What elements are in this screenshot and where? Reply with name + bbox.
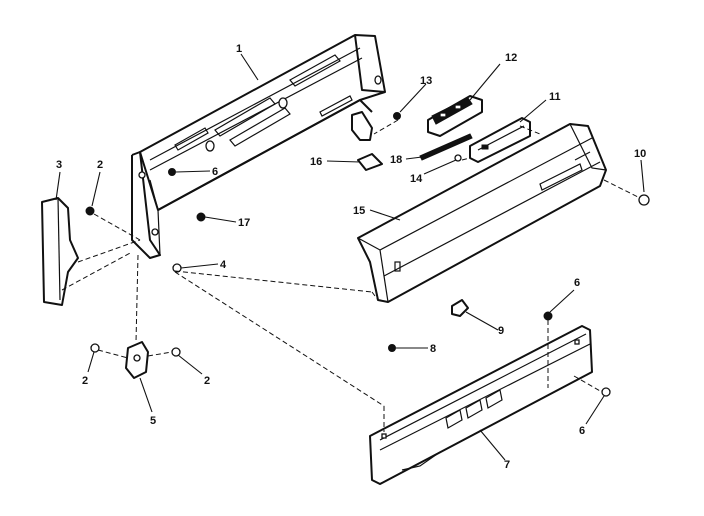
screw-6-lower [543, 311, 553, 321]
screw-2-left [90, 343, 100, 353]
label-7: 7 [504, 459, 510, 471]
label-2-left: 2 [82, 375, 88, 387]
label-6-top: 6 [212, 166, 218, 178]
strip-part [419, 133, 473, 161]
screw-10 [638, 194, 650, 206]
label-2-top: 2 [97, 159, 103, 171]
side-trim-part [41, 197, 79, 306]
label-2-right: 2 [204, 375, 210, 387]
lower-trim-part [369, 325, 593, 485]
switch-bracket-part [469, 117, 531, 163]
screw-8 [388, 344, 396, 352]
knob-part [451, 299, 469, 317]
screw-2-right [171, 347, 181, 357]
callout-labels: 1 2 3 6 17 4 2 2 5 13 12 11 18 16 14 15 … [56, 43, 646, 471]
label-6-right: 6 [579, 425, 585, 437]
leader-lines [55, 53, 645, 461]
screw-6-right [601, 387, 611, 397]
small-bracket-part [125, 341, 149, 379]
label-15: 15 [353, 205, 365, 217]
screw-6-upper [168, 168, 176, 176]
label-17: 17 [238, 217, 250, 229]
back-panel-part [131, 34, 386, 259]
label-1: 1 [236, 43, 242, 55]
label-9: 9 [498, 325, 504, 337]
label-16: 16 [310, 156, 322, 168]
screw-14 [454, 154, 462, 162]
assembly-lines [61, 119, 641, 432]
label-10: 10 [634, 148, 646, 160]
screw-13 [393, 112, 401, 120]
label-14: 14 [410, 173, 423, 185]
label-5: 5 [150, 415, 156, 427]
label-18: 18 [390, 154, 402, 166]
label-6-lower: 6 [574, 277, 580, 289]
label-13: 13 [420, 75, 432, 87]
mounting-bracket [351, 111, 373, 141]
screw-17 [196, 212, 206, 222]
label-3: 3 [56, 159, 62, 171]
control-panel-part [357, 123, 607, 303]
screw-2-upper [85, 206, 95, 216]
label-4: 4 [220, 259, 227, 271]
label-11: 11 [549, 91, 561, 103]
switch-block-part [427, 95, 483, 137]
clip-part [357, 153, 383, 171]
label-12: 12 [505, 52, 517, 64]
label-8: 8 [430, 343, 436, 355]
